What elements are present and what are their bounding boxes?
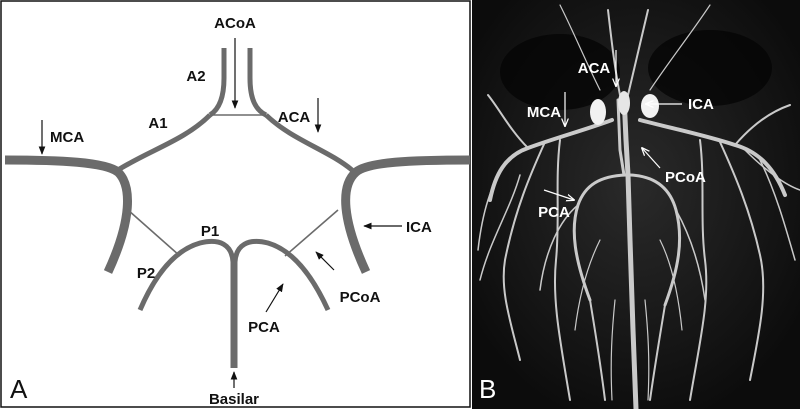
label-a2: A2 xyxy=(186,68,205,85)
vessel-right-mca-ica xyxy=(341,155,471,274)
label-pca: PCA xyxy=(248,319,280,336)
mra-shadow-right xyxy=(648,30,772,106)
vessel-left-a2 xyxy=(208,48,227,118)
mra-ica-right-blob xyxy=(641,94,659,118)
label-b-aca: ACA xyxy=(578,60,611,77)
vessel-left-mca-ica xyxy=(4,155,132,274)
panel-b: ACA MCA ICA PCoA PCA B xyxy=(472,0,800,409)
vessel-left-pca xyxy=(137,238,236,311)
arrow-pca xyxy=(265,283,284,313)
mra-vessel-tree xyxy=(477,4,800,409)
arrow-pcoa xyxy=(315,251,335,271)
label-acoa: ACoA xyxy=(214,15,256,32)
mra-shadow-left xyxy=(500,34,620,110)
vessel-right-a2 xyxy=(247,48,268,118)
panel-a: ACoA A2 A1 ACA MCA ICA P1 P2 PCoA PCA Ba… xyxy=(0,0,471,408)
vessel-right-a1 xyxy=(264,113,354,172)
label-p2: P2 xyxy=(137,265,155,282)
vessel-right-pcoa xyxy=(284,209,339,257)
vessel-left-pcoa xyxy=(127,209,181,257)
label-b-pca: PCA xyxy=(538,204,570,221)
mra-aca-blob xyxy=(618,91,630,115)
panel-a-letter: A xyxy=(10,374,28,404)
arrow-b-pcoa xyxy=(642,148,661,169)
label-ica: ICA xyxy=(406,219,432,236)
arrow-b-pca xyxy=(543,189,574,200)
label-b-mca: MCA xyxy=(527,104,561,121)
label-basilar: Basilar xyxy=(209,391,259,408)
label-pcoa: PCoA xyxy=(340,289,381,306)
vessel-right-pca xyxy=(232,238,331,312)
panel-b-letter: B xyxy=(479,374,496,404)
label-b-ica: ICA xyxy=(688,96,714,113)
vessel-left-a1 xyxy=(116,113,212,173)
label-a1: A1 xyxy=(148,115,167,132)
label-mca: MCA xyxy=(50,129,84,146)
mra-ica-left-blob xyxy=(590,99,606,125)
label-p1: P1 xyxy=(201,223,219,240)
label-aca: ACA xyxy=(278,109,311,126)
label-b-pcoa: PCoA xyxy=(665,169,706,186)
